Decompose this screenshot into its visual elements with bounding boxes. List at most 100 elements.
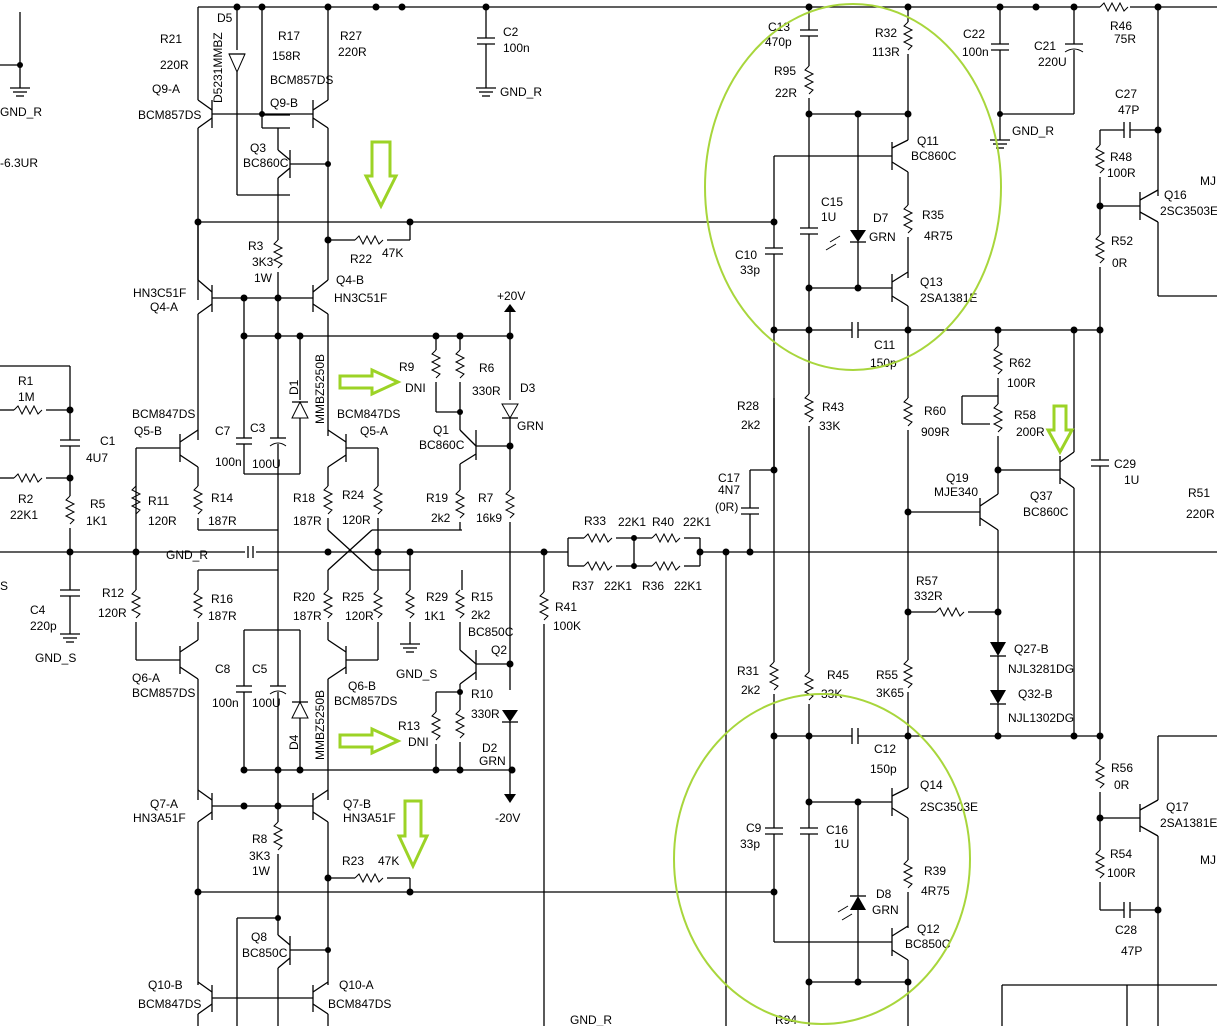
c2-label: C2 — [503, 25, 519, 39]
q9b-label: Q9-B — [270, 96, 298, 110]
c10-value: 33p — [740, 263, 760, 277]
r62-value: 100R — [1007, 376, 1036, 390]
c15-value: 1U — [821, 210, 836, 224]
r51-value: 220R — [1186, 507, 1215, 521]
input-network — [0, 365, 548, 643]
q11-label: Q11 — [917, 134, 939, 148]
r41-label: R41 — [555, 600, 577, 614]
r3-label: R3 — [248, 239, 264, 253]
q37-label: Q37 — [1030, 489, 1053, 503]
q2-label: Q2 — [491, 643, 507, 657]
r2-label: R2 — [18, 492, 34, 506]
output-drivers — [770, 7, 1217, 1026]
r1-label: R1 — [18, 374, 34, 388]
d3-value: GRN — [517, 419, 544, 433]
c3-value: 100U — [252, 457, 281, 471]
r18-value: 187R — [293, 514, 322, 528]
r35-value: 4R75 — [924, 229, 953, 243]
q10a-label: Q10-A — [339, 978, 374, 992]
r56-label: R56 — [1111, 761, 1133, 775]
r9-value: DNI — [405, 381, 426, 395]
r11-label: R11 — [148, 494, 169, 508]
q9a-type: BCM857DS — [138, 108, 201, 122]
q32b-label: Q32-B — [1018, 687, 1053, 701]
r10-value: 330R — [471, 707, 500, 721]
c16-label: C16 — [826, 823, 848, 837]
q9a-label: Q9-A — [152, 82, 180, 96]
r46-value: 75R — [1114, 32, 1136, 46]
r32-label: R32 — [875, 26, 897, 40]
q17-label: Q17 — [1166, 800, 1189, 814]
r31-value: 2k2 — [741, 683, 761, 697]
r19-label: R19 — [426, 491, 448, 505]
r55-label: R55 — [876, 668, 898, 682]
led-bias-network — [431, 304, 519, 803]
q1-value: BC860C — [419, 438, 465, 452]
q12-label: Q12 — [917, 922, 940, 936]
q5a-label: Q5-A — [360, 424, 388, 438]
d4-value: MMBZ5250B — [313, 690, 327, 760]
r14-value: 187R — [208, 514, 237, 528]
q19-label: Q19 — [946, 471, 969, 485]
d1-value: MMBZ5250B — [313, 354, 327, 424]
r12-value: 120R — [98, 606, 127, 620]
net-label-s: S — [0, 579, 8, 593]
c5-label: C5 — [252, 662, 268, 676]
gnd-s-left: GND_S — [35, 651, 76, 665]
r95-label: R95 — [774, 64, 796, 78]
vpos-label: +20V — [497, 289, 525, 303]
vas-upper — [741, 7, 1104, 664]
net-label-6v3: -6.3UR — [0, 156, 38, 170]
r18-label: R18 — [293, 491, 315, 505]
r23-value: 47K — [378, 854, 399, 868]
r52-label: R52 — [1111, 234, 1133, 248]
q3-value: BC860C — [243, 156, 289, 170]
c29-label: C29 — [1114, 457, 1136, 471]
c17-label: C17 — [718, 471, 740, 485]
r9-label: R9 — [399, 360, 415, 374]
q27b-label: Q27-B — [1014, 642, 1049, 656]
q37-value: BC860C — [1023, 505, 1069, 519]
r40-value: 22K1 — [683, 515, 711, 529]
r27-label: R27 — [340, 29, 362, 43]
feedback-network — [539, 533, 1217, 1026]
c4-label: C4 — [30, 603, 46, 617]
r21-value: 220R — [160, 58, 189, 72]
d7-label: D7 — [873, 211, 889, 225]
r52-value: 0R — [1112, 256, 1128, 270]
d2-value: GRN — [479, 754, 506, 768]
c13-value: 470p — [765, 35, 792, 49]
c15-label: C15 — [821, 195, 843, 209]
r24-label: R24 — [342, 488, 364, 502]
q3-label: Q3 — [250, 141, 266, 155]
q6a-type: BCM857DS — [132, 686, 195, 700]
r41-value: 100K — [553, 619, 581, 633]
r46-label: R46 — [1110, 19, 1132, 33]
d1-label: D1 — [287, 379, 301, 395]
gnd-r-bottom: GND_R — [570, 1013, 612, 1026]
r19-value: 2k2 — [431, 511, 451, 525]
c5-value: 100U — [252, 696, 281, 710]
c10-label: C10 — [735, 248, 757, 262]
r39-label: R39 — [924, 864, 946, 878]
r23-label: R23 — [342, 854, 364, 868]
r6-label: R6 — [479, 361, 495, 375]
q10b-label: Q10-B — [148, 978, 183, 992]
r28-label: R28 — [737, 399, 759, 413]
r95-value: 22R — [775, 86, 797, 100]
d5-label: D5 — [217, 11, 233, 25]
q12-value: BC850C — [905, 937, 951, 951]
c9-value: 33p — [740, 837, 760, 851]
r13-label: R13 — [398, 719, 420, 733]
top-rail — [198, 3, 1217, 11]
r60-label: R60 — [924, 404, 946, 418]
r2-value: 22K1 — [10, 508, 38, 522]
d3-label: D3 — [520, 381, 536, 395]
c11-value: 150p — [870, 356, 897, 370]
c11-label: C11 — [874, 338, 895, 352]
q27b-value: NJL3281DG — [1008, 662, 1074, 676]
q19-value: MJE340 — [934, 485, 978, 499]
q17-value: 2SA1381E — [1160, 816, 1217, 830]
q7b-type: HN3A51F — [343, 811, 396, 825]
input-pairs — [131, 298, 516, 806]
